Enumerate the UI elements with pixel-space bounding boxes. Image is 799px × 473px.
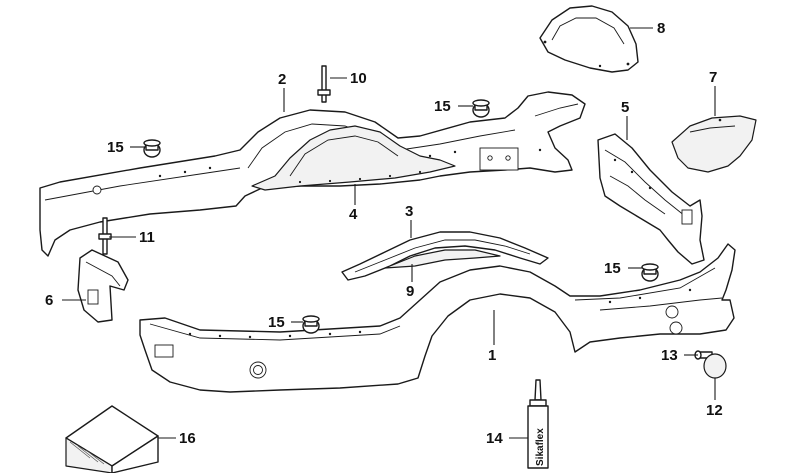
part-15-grommet-a bbox=[143, 139, 161, 158]
part-7-corner-cap bbox=[671, 115, 757, 173]
part-11-bolt bbox=[98, 217, 112, 255]
callout-15-b: 15 bbox=[434, 98, 451, 115]
part-8-top-cover bbox=[539, 5, 639, 73]
part-15-grommet-b bbox=[472, 99, 490, 118]
callout-7: 7 bbox=[709, 69, 717, 86]
part-9-arch-seal bbox=[384, 249, 501, 269]
callout-9: 9 bbox=[406, 283, 414, 300]
part-4-inner-wheel-housing bbox=[251, 125, 456, 191]
callout-10: 10 bbox=[350, 70, 367, 87]
callout-12: 12 bbox=[706, 402, 723, 419]
sikaflex-label: Sikaflex bbox=[535, 428, 546, 466]
callout-14: 14 bbox=[486, 430, 503, 447]
part-15-grommet-c bbox=[641, 263, 659, 282]
callout-11: 11 bbox=[139, 229, 155, 246]
callout-8: 8 bbox=[657, 20, 665, 37]
part-1-lower-side-frame bbox=[139, 243, 736, 393]
part-14-sealant-tube: Sikaflex bbox=[527, 379, 549, 469]
callout-6: 6 bbox=[45, 292, 53, 309]
part-5-rear-bracket bbox=[597, 133, 705, 265]
part-16-kit-box bbox=[65, 405, 159, 473]
callout-16: 16 bbox=[179, 430, 196, 447]
callout-15-c: 15 bbox=[604, 260, 621, 277]
leader-lines bbox=[62, 27, 716, 439]
callout-15-a: 15 bbox=[107, 139, 124, 156]
callout-1: 1 bbox=[488, 347, 496, 364]
part-15-grommet-d bbox=[302, 315, 320, 334]
part-6-bracket bbox=[77, 249, 129, 323]
callout-5: 5 bbox=[621, 99, 629, 116]
part-12-round-cap bbox=[703, 353, 727, 379]
part-10-bolt bbox=[317, 65, 331, 103]
callout-labels: 1 2 3 4 5 6 7 8 9 10 11 12 13 14 15 15 1… bbox=[45, 20, 723, 447]
callout-4: 4 bbox=[349, 206, 358, 223]
callout-3: 3 bbox=[405, 203, 413, 220]
callout-2: 2 bbox=[278, 71, 286, 88]
callout-15-d: 15 bbox=[268, 314, 285, 331]
callout-13: 13 bbox=[661, 347, 678, 364]
